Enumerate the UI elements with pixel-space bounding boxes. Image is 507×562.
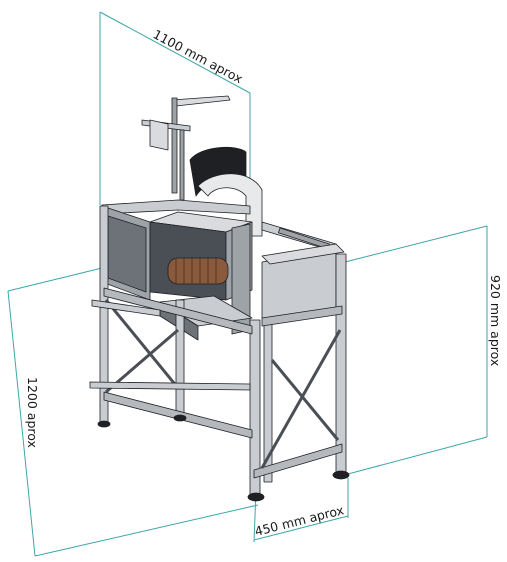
leg-front-right (335, 253, 347, 475)
hood (189, 147, 263, 237)
feet (97, 414, 350, 502)
side-plate-low (89, 381, 251, 391)
brace (104, 299, 180, 389)
dim-bottom-line (253, 515, 349, 541)
bar-lower-front (253, 443, 343, 479)
dim-top-label: 1100 mm aprox (151, 26, 246, 86)
machine (89, 95, 350, 502)
brace (260, 329, 342, 469)
coil-roller (167, 257, 229, 285)
frame-back-top (101, 199, 251, 215)
brace (270, 359, 340, 441)
arm-vertical-rod (179, 129, 185, 201)
braces (104, 299, 342, 469)
coil-body (167, 257, 229, 285)
dim-right-label: 920 mm aprox (488, 275, 503, 366)
dim-left-ext-top (7, 267, 103, 292)
bar-mid-left (103, 287, 253, 335)
arm-bracket (171, 95, 231, 107)
dim-top-line (99, 11, 251, 94)
arm-side-plate (149, 119, 169, 151)
top-arm-assembly (141, 95, 231, 201)
foot (173, 414, 187, 422)
bar-mid-right (261, 305, 343, 327)
dim-right-ext-top (344, 225, 488, 263)
side-plate-left (91, 299, 161, 317)
leg-back-mid (175, 299, 185, 419)
arm-post (171, 97, 178, 194)
brace (105, 328, 179, 394)
dim-left-label: 1200 aprox (25, 377, 40, 448)
hood-rim (197, 173, 263, 237)
dim-left-line (7, 290, 36, 557)
frame-right-rod (278, 227, 330, 250)
foot (97, 420, 111, 428)
dim-right-ext-bottom (347, 436, 488, 475)
panel-right-top (261, 243, 345, 265)
dim-left-ext-bottom (34, 504, 259, 557)
foot (332, 470, 350, 480)
foot (247, 492, 265, 502)
